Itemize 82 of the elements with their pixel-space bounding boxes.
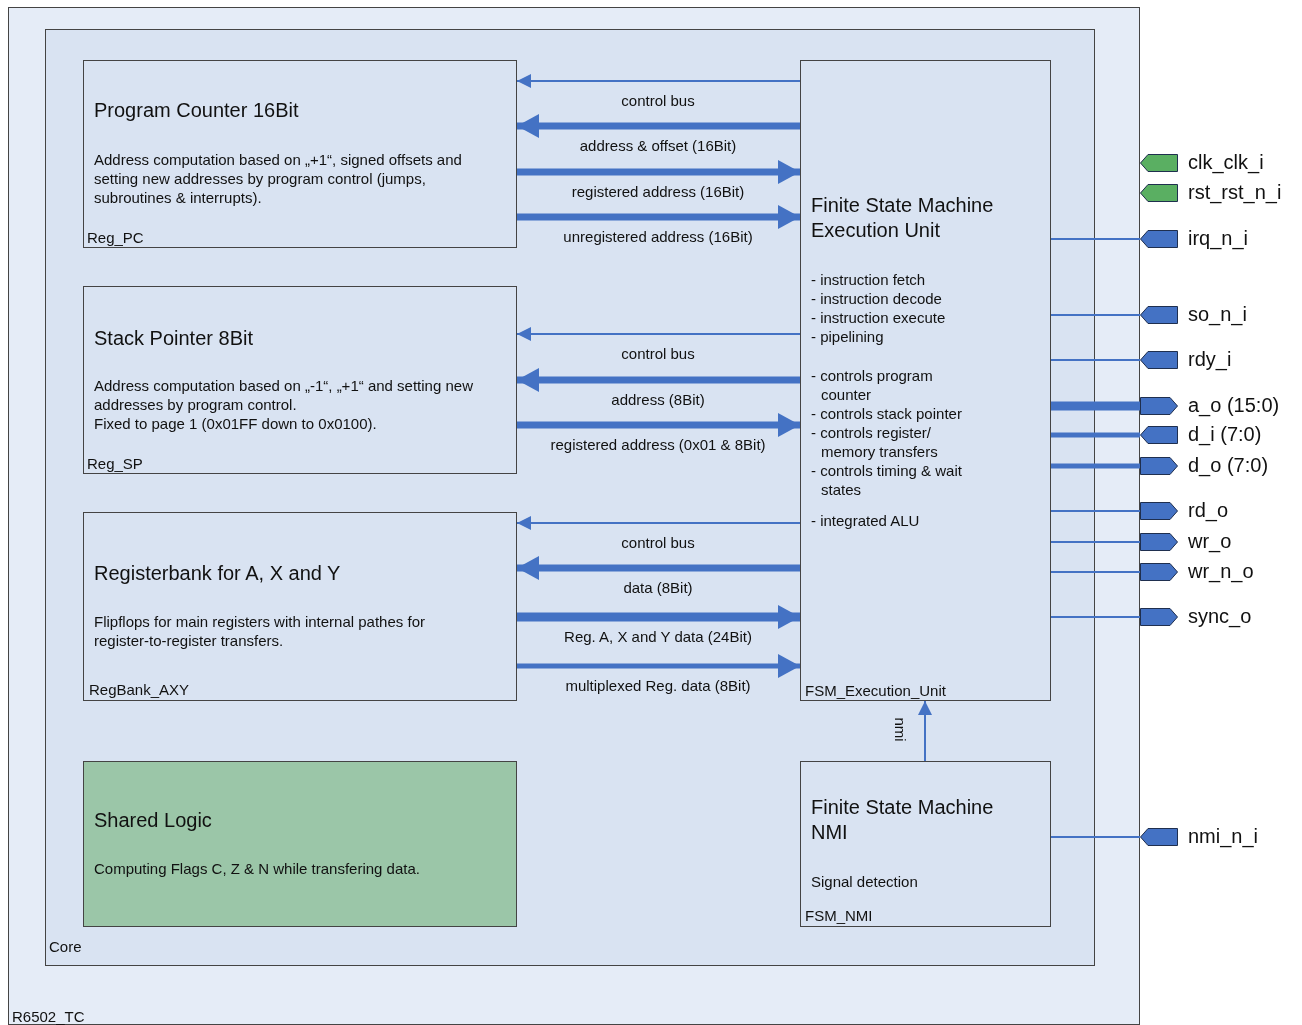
bus-arrow xyxy=(516,516,801,530)
feature-item: - instruction fetch xyxy=(811,271,927,290)
module-box xyxy=(83,512,517,701)
edge-label: Reg. A, X and Y data (24Bit) xyxy=(564,628,752,645)
signal-line xyxy=(1050,510,1141,512)
signal-line xyxy=(1050,836,1141,838)
feature-item: - controls timing & wait states xyxy=(811,462,963,500)
module-title: Stack Pointer 8Bit xyxy=(94,326,254,351)
module-description: Address computation based on „-1“, „+1“ and setting new addresses by program control. xyxy=(94,376,474,415)
bus-arrow xyxy=(517,205,800,229)
feature-item: - integrated ALU xyxy=(811,512,921,531)
module-title: Program Counter 16Bit xyxy=(94,98,300,123)
bus-arrow xyxy=(517,368,800,392)
edge-label: data (8Bit) xyxy=(623,579,693,596)
signal-line xyxy=(1050,314,1141,316)
signal-name: d_i (7:0) xyxy=(1188,423,1262,446)
module-name: FSM_NMI xyxy=(805,906,874,926)
edge-label: address (8Bit) xyxy=(611,391,705,408)
module-name: Reg_SP xyxy=(87,454,144,474)
signal-name: clk_clk_i xyxy=(1188,151,1264,174)
module-title: Finite State Machine NMI xyxy=(811,795,995,846)
signal-name: rd_o xyxy=(1188,499,1229,522)
bus-arrow xyxy=(918,700,932,762)
bus-arrow xyxy=(516,74,801,88)
signal-name: rdy_i xyxy=(1188,348,1232,371)
module-title: Shared Logic xyxy=(94,808,213,833)
module-description: Address computation based on „+1“, signed offsets and setting new addresses by program control (jumps, subroutines & interrupts). xyxy=(94,150,463,208)
signal-name: irq_n_i xyxy=(1188,227,1249,250)
edge-label: address & offset (16Bit) xyxy=(579,137,737,154)
signal-line xyxy=(1051,432,1140,438)
feature-item: - controls register/ memory transfers xyxy=(811,424,939,462)
bus-arrow xyxy=(517,114,800,138)
module-description: Flipflops for main registers with internal pathes for register-to-register transfers. xyxy=(94,612,426,651)
module-name: Core xyxy=(49,937,83,957)
edge-label: unregistered address (16Bit) xyxy=(563,228,753,245)
signal-line xyxy=(1050,571,1141,573)
state-machine-box xyxy=(800,60,1051,701)
edge-label: multiplexed Reg. data (8Bit) xyxy=(565,677,751,694)
signal-line xyxy=(1051,401,1140,411)
bus-arrow xyxy=(517,654,800,678)
module-description: Signal detection xyxy=(811,872,919,892)
bus-arrow xyxy=(517,605,800,629)
signal-name: so_n_i xyxy=(1188,303,1247,326)
signal-name: wr_o xyxy=(1188,530,1232,553)
module-box xyxy=(83,761,517,927)
signal-line xyxy=(1050,359,1141,361)
state-machine-box xyxy=(800,761,1051,927)
signal-line xyxy=(1050,238,1141,240)
signal-line xyxy=(1050,541,1141,543)
module-name: R6502_TC xyxy=(12,1007,86,1025)
edge-label: control bus xyxy=(621,534,695,551)
signal-line xyxy=(1050,616,1141,618)
feature-item: - pipelining xyxy=(811,328,885,347)
feature-item: - controls program counter xyxy=(811,367,934,405)
edge-label: registered address (0x01 & 8Bit) xyxy=(550,436,766,453)
edge-label: nmi xyxy=(891,717,909,742)
edge-label: control bus xyxy=(621,92,695,109)
signal-name: nmi_n_i xyxy=(1188,825,1259,848)
signal-name: a_o (15:0) xyxy=(1188,394,1280,417)
feature-item: - instruction decode xyxy=(811,290,943,309)
edge-label: registered address (16Bit) xyxy=(571,183,745,200)
feature-item: - controls stack pointer xyxy=(811,405,963,424)
feature-item: - instruction execute xyxy=(811,309,947,328)
signal-name: sync_o xyxy=(1188,605,1252,628)
bus-arrow xyxy=(517,160,800,184)
signal-line xyxy=(1051,463,1140,469)
module-description: Computing Flags C, Z & N while transfering data. xyxy=(94,859,421,879)
module-name: RegBank_AXY xyxy=(89,680,191,700)
edge-label: control bus xyxy=(621,345,695,362)
bus-arrow xyxy=(516,327,801,341)
module-name: Reg_PC xyxy=(87,228,145,248)
signal-name: wr_n_o xyxy=(1188,560,1254,583)
module-title: Finite State Machine Execution Unit xyxy=(811,193,995,244)
module-title: Registerbank for A, X and Y xyxy=(94,561,342,586)
module-name: FSM_Execution_Unit xyxy=(805,681,947,701)
module-description: Fixed to page 1 (0x01FF down to 0x0100). xyxy=(94,414,378,434)
signal-name: d_o (7:0) xyxy=(1188,454,1269,477)
bus-arrow xyxy=(517,413,800,437)
module-box xyxy=(83,286,517,474)
module-box xyxy=(83,60,517,248)
signal-name: rst_rst_n_i xyxy=(1188,181,1282,204)
bus-arrow xyxy=(517,556,800,580)
